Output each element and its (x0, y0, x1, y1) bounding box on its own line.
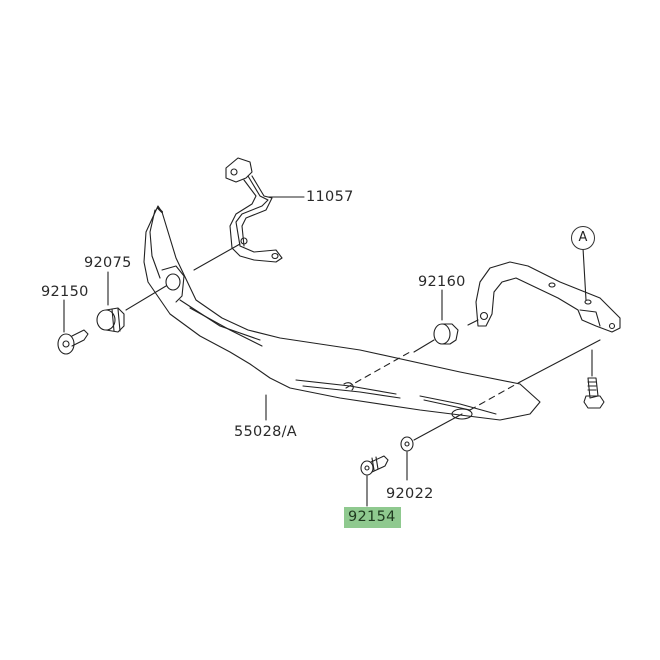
bracket-right-drawing[interactable] (467, 261, 621, 333)
bolt-92150-drawing[interactable] (57, 299, 89, 355)
part-label-92154-highlighted[interactable]: 92154 (344, 507, 401, 528)
cover-55028a-drawing[interactable] (143, 205, 541, 421)
bolt-92154-drawing[interactable] (360, 455, 389, 507)
part-label-92022[interactable]: 92022 (386, 486, 434, 502)
bracket-11057-drawing[interactable] (193, 157, 305, 271)
damper-92160-drawing[interactable] (413, 289, 459, 353)
part-label-92075[interactable]: 92075 (84, 255, 132, 271)
part-label-92160[interactable]: 92160 (418, 274, 466, 290)
part-label-11057[interactable]: 11057 (306, 189, 354, 205)
washer-92022-drawing[interactable] (400, 413, 463, 481)
part-label-55028a[interactable]: 55028/A (234, 424, 298, 440)
callout-a: A (571, 226, 595, 250)
damper-92075-drawing[interactable] (96, 271, 167, 333)
bolt-right-drawing[interactable] (519, 339, 605, 409)
callout-a-leader (582, 247, 587, 301)
part-label-92150[interactable]: 92150 (41, 284, 89, 300)
